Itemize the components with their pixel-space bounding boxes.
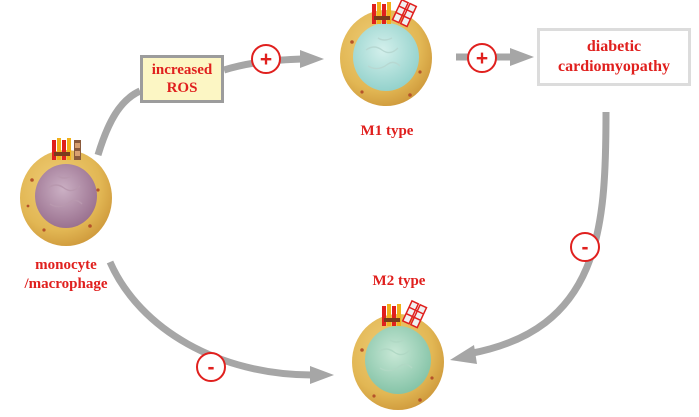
cardiomyopathy-label-line1: diabetic xyxy=(586,38,642,55)
minus-sign-cardiomyopathy-to-m2: - xyxy=(570,232,600,262)
monocyte-cell xyxy=(20,138,112,246)
m2-receptor-icon xyxy=(391,0,418,28)
ros-label-line1: increased xyxy=(151,62,213,78)
arrowhead-monocyte-to-m2 xyxy=(310,366,334,384)
arrowhead-m1-to-cardiomyopathy xyxy=(510,48,534,66)
m2-receptor-icon xyxy=(74,140,81,160)
m2-receptor-icon xyxy=(401,299,428,329)
arrow-monocyte-to-ros xyxy=(94,87,142,157)
plus-sign-m1-to-cardiomyopathy: + xyxy=(467,43,497,73)
diabetic-cardiomyopathy-box: diabetic cardiomyopathy xyxy=(537,28,691,86)
minus-sign-monocyte-to-m2: - xyxy=(196,352,226,382)
ros-label-line2: ROS xyxy=(166,80,198,96)
monocyte-label-line2: /macrophage xyxy=(24,276,108,292)
arrowhead-cardiomyopathy-to-m2 xyxy=(450,345,477,364)
m1-cell xyxy=(340,0,432,106)
monocyte-label-line1: monocyte xyxy=(35,257,97,273)
plus-sign-monocyte-to-m1: + xyxy=(251,44,281,74)
monocyte-label: monocyte /macrophage xyxy=(14,256,118,294)
m1-receptor-icon xyxy=(372,2,391,24)
m1-type-label: M1 type xyxy=(360,123,414,139)
cardiomyopathy-label-line2: cardiomyopathy xyxy=(558,58,670,75)
m2-type-label: M2 type xyxy=(372,273,426,289)
m1-receptor-icon xyxy=(52,138,71,160)
arrow-cardiomyopathy-to-m2 xyxy=(467,111,610,358)
arrowhead-ros-to-m1 xyxy=(300,50,324,68)
m2-cell xyxy=(352,299,444,410)
increased-ros-box: increased ROS xyxy=(140,55,224,103)
arrow-monocyte-to-m2 xyxy=(106,260,313,379)
m1-receptor-icon xyxy=(382,304,401,326)
